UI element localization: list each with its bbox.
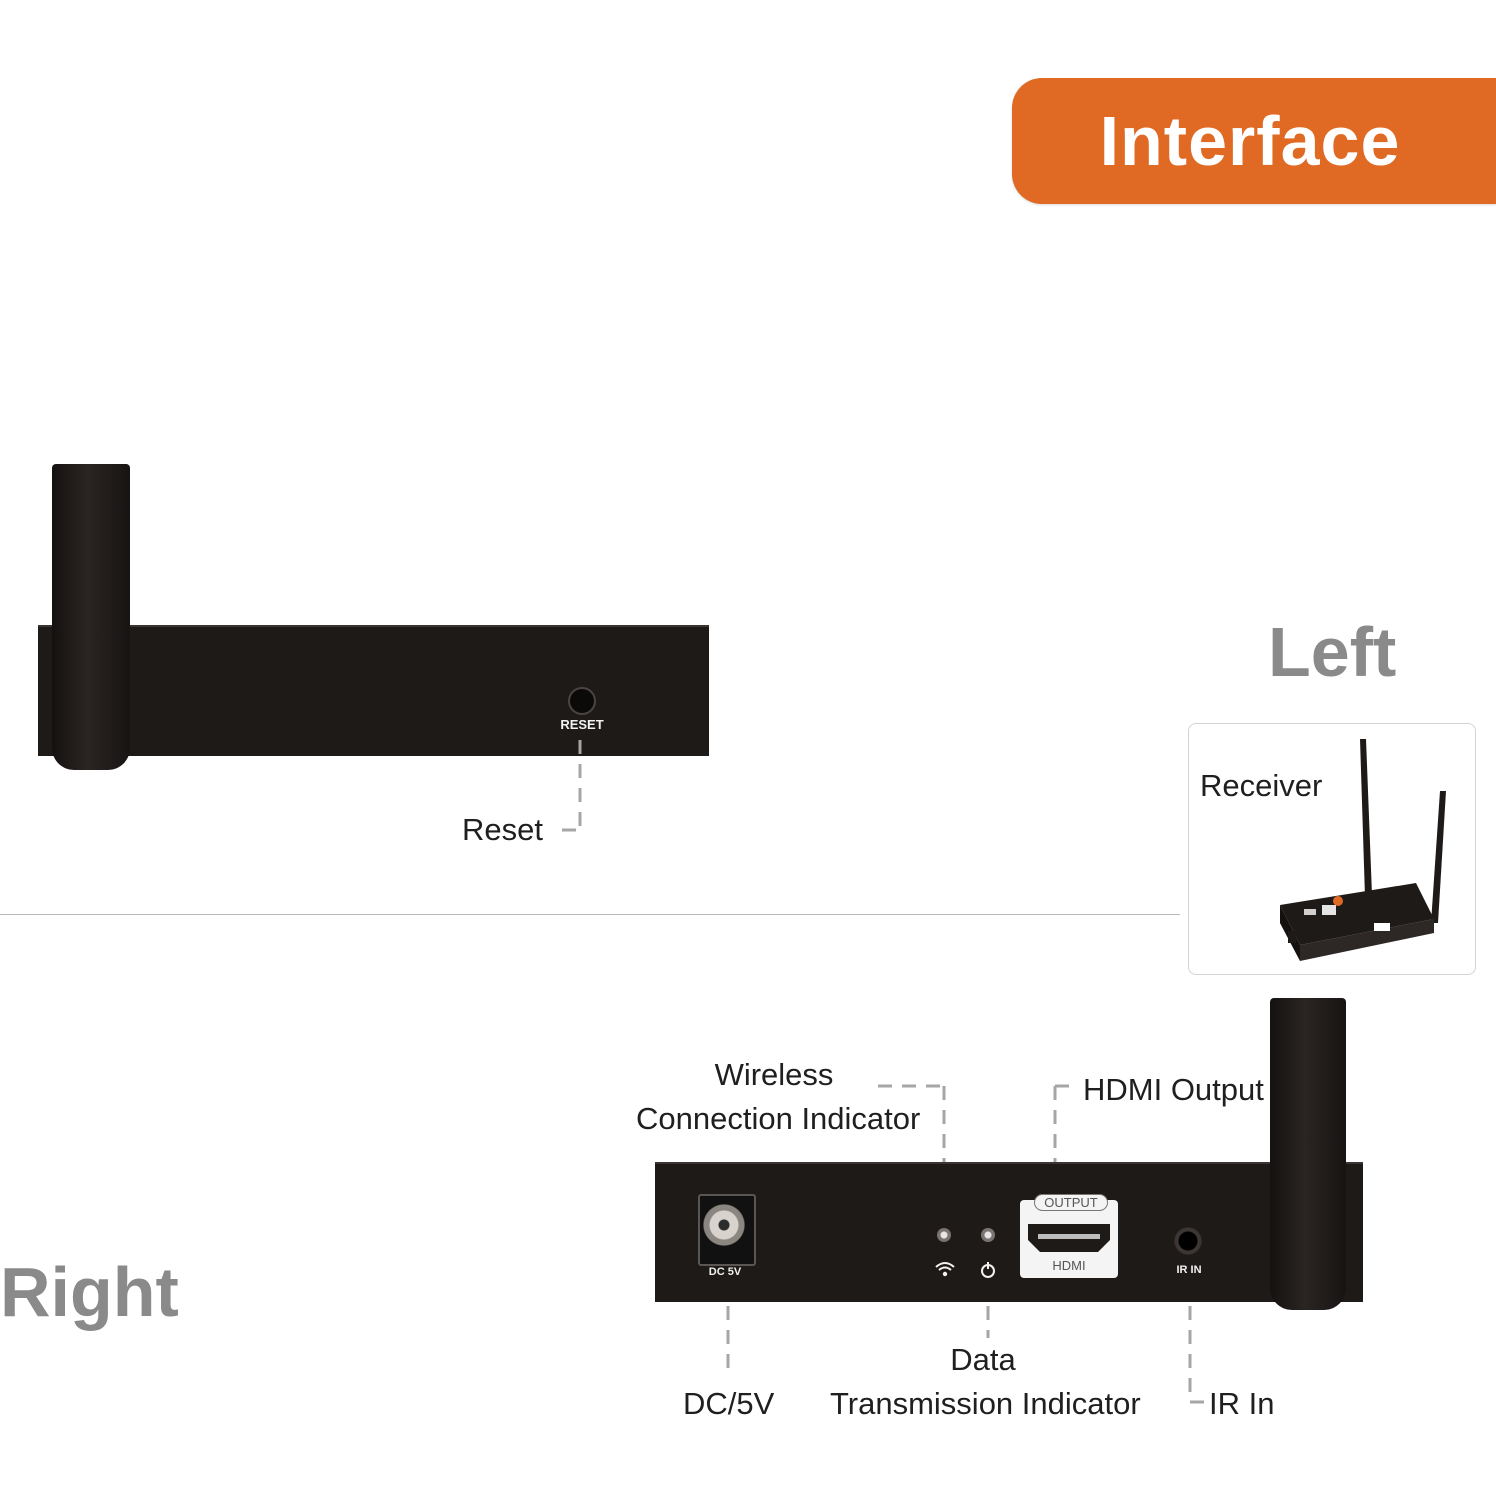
receiver-device-illustration <box>1280 739 1446 961</box>
hdmi-connector-icon <box>1028 1224 1110 1252</box>
receiver-chassis-top <box>1280 883 1434 945</box>
dc-callout: DC/5V <box>683 1386 775 1421</box>
data-callout-line1: Data <box>950 1342 1016 1377</box>
data-callout-line2: Transmission Indicator <box>830 1386 1141 1421</box>
interface-header-badge <box>1012 78 1496 204</box>
wireless-callout-line2: Connection Indicator <box>636 1101 921 1136</box>
ir-port-label: IR IN <box>1176 1264 1202 1276</box>
reset-button[interactable] <box>568 687 596 715</box>
hdmi-top-label: OUTPUT <box>1034 1194 1108 1211</box>
hdmi-bottom-label: HDMI <box>1052 1258 1086 1273</box>
receiver-logo-dot <box>1333 896 1343 906</box>
reset-callout: Reset <box>462 812 543 847</box>
section-divider <box>0 914 1180 915</box>
ir-in-jack[interactable] <box>1172 1225 1204 1257</box>
receiver-label: Receiver <box>1200 768 1323 803</box>
receiver-hdmi-port <box>1374 923 1390 931</box>
receiver-indicator-panel <box>1322 905 1336 915</box>
data-indicator-led <box>981 1228 995 1242</box>
right-side-label: Right <box>0 1253 179 1331</box>
dc-power-jack[interactable] <box>703 1204 745 1246</box>
ir-callout: IR In <box>1209 1386 1275 1421</box>
hdmi-output-callout: HDMI Output <box>1083 1072 1264 1107</box>
wireless-callout-line1: Wireless <box>714 1057 834 1092</box>
right-device-antenna <box>1270 998 1346 1310</box>
right-device-chassis <box>655 1162 1363 1302</box>
dc-port-label: DC 5V <box>708 1266 742 1278</box>
receiver-antenna-left <box>1360 739 1372 897</box>
left-device-chassis <box>38 625 709 756</box>
page-title: Interface <box>1099 102 1401 180</box>
left-side-label: Left <box>1268 613 1397 691</box>
left-device-antenna <box>52 464 130 770</box>
receiver-antenna-right <box>1431 791 1446 923</box>
wireless-indicator-led <box>937 1228 951 1242</box>
wifi-icon <box>935 1262 955 1277</box>
receiver-chassis-front <box>1300 919 1434 961</box>
reset-port-label: RESET <box>560 717 604 732</box>
data-transmission-icon <box>981 1262 995 1278</box>
